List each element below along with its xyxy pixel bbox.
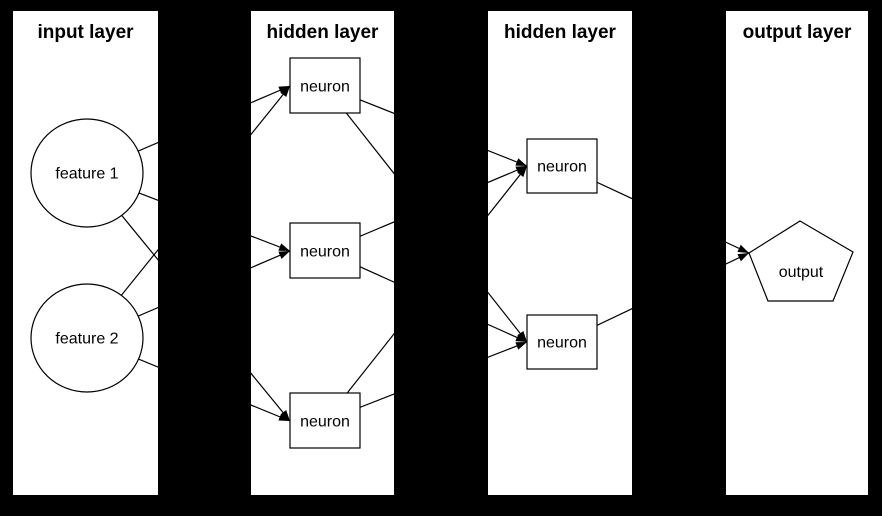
- layer-title-hidden-1: hidden layer: [267, 22, 380, 43]
- layer-title-output: output layer: [743, 22, 852, 43]
- edge-h1n3-h2n1: [324, 165, 528, 422]
- node-hidden1-neuron3-box: [289, 392, 361, 449]
- node-hidden2-neuron2-label: neuron: [537, 335, 587, 352]
- layer-title-hidden-2: hidden layer: [504, 22, 617, 43]
- node-hidden2-neuron2-box: [526, 314, 598, 370]
- node-output-label: output: [779, 264, 824, 281]
- node-hidden2-neuron1-box: [526, 138, 598, 194]
- node-hidden1-neuron1-label: neuron: [300, 79, 350, 96]
- nodes-group: feature 1 feature 2 neuron neuron neuron…: [30, 57, 854, 449]
- node-feature-1-circle: [30, 118, 144, 228]
- panel-hidden-layer-2: [488, 11, 632, 495]
- edges-group: [86, 85, 750, 422]
- edge-h1n1-h2n2: [324, 85, 528, 343]
- node-hidden1-neuron1-box: [289, 57, 361, 114]
- node-hidden1-neuron3-label: neuron: [300, 414, 350, 431]
- node-output-pentagon: [748, 220, 854, 302]
- node-feature-2-circle: [30, 283, 144, 393]
- node-hidden1-neuron2-label: neuron: [300, 244, 350, 261]
- node-hidden2-neuron1-label: neuron: [537, 159, 587, 176]
- node-feature-1-label: feature 1: [55, 166, 118, 183]
- panel-input-layer: [13, 11, 158, 495]
- node-feature-2-label: feature 2: [55, 331, 118, 348]
- layer-title-input: input layer: [37, 22, 134, 43]
- node-hidden1-neuron2-box: [289, 222, 361, 279]
